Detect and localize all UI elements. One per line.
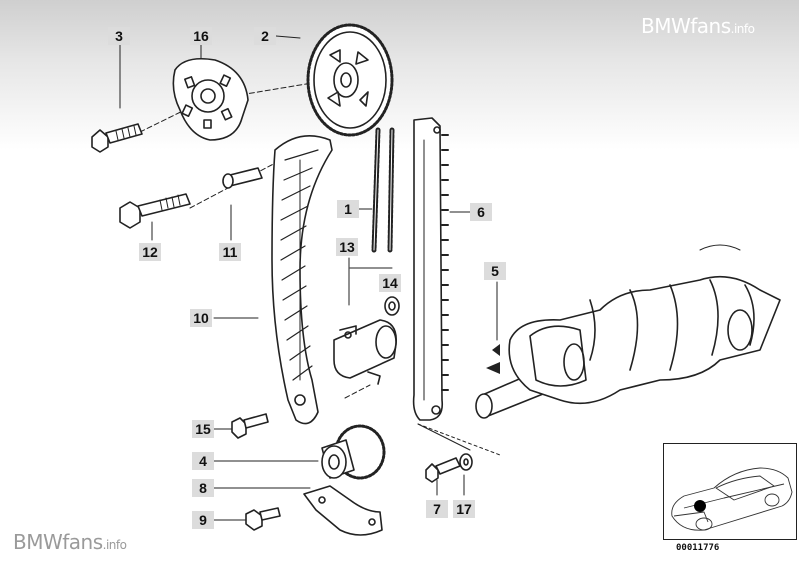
chain-tensioner-13-drawing [333, 319, 397, 385]
tensioner-rail-10-drawing [271, 134, 333, 425]
callout-17: 17 [453, 500, 475, 518]
document-number: 00011776 [676, 543, 720, 553]
bolt-12-drawing [119, 193, 191, 229]
callout-8: 8 [192, 479, 214, 497]
crank-sprocket-4-drawing [321, 424, 386, 480]
callout-11: 11 [219, 243, 241, 261]
callout-4: 4 [192, 452, 214, 470]
callout-7: 7 [426, 500, 448, 518]
callout-10: 10 [190, 309, 212, 327]
vehicle-locator-inset [663, 443, 797, 540]
sleeve-11-drawing [222, 167, 263, 189]
washer-17-drawing [459, 453, 473, 471]
guide-rail-6-drawing [412, 117, 449, 421]
watermark-bottom: BMWfans.info [13, 530, 127, 554]
timing-chain-1-drawing [371, 127, 395, 253]
cover-plate-16-drawing [172, 57, 249, 141]
callout-9: 9 [192, 511, 214, 529]
watermark-top: BMWfans.info [641, 14, 755, 38]
crankshaft-5-drawing [475, 244, 781, 419]
callout-14: 14 [379, 274, 401, 292]
seal-ring-14-drawing [384, 296, 400, 316]
callout-2: 2 [254, 27, 276, 45]
callout-1: 1 [337, 200, 359, 218]
guide-8-drawing [303, 485, 383, 536]
bolt-15-drawing [231, 413, 269, 439]
leader-lines [119, 35, 501, 521]
callout-15: 15 [192, 420, 214, 438]
callout-12: 12 [139, 243, 161, 261]
callout-6: 6 [470, 203, 492, 221]
callout-16: 16 [190, 27, 212, 45]
callout-13: 13 [336, 238, 358, 256]
car-outline-icon [671, 467, 793, 531]
callout-5: 5 [484, 262, 506, 280]
bolt-3-drawing [91, 123, 143, 153]
camshaft-sprocket-2-drawing [306, 23, 394, 137]
bolt-9-drawing [245, 507, 281, 531]
callout-3: 3 [108, 27, 130, 45]
bolt-7-drawing [425, 457, 461, 483]
